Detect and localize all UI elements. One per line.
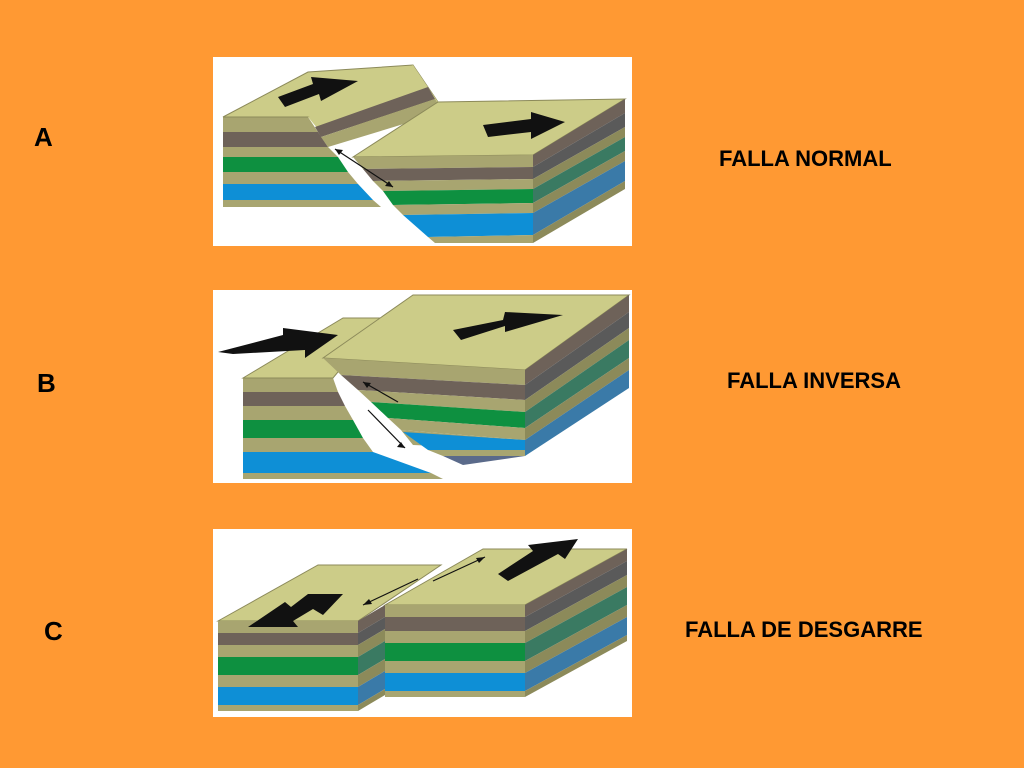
reverse-fault-block-diagram-icon [218, 294, 631, 479]
fault-name-normal: FALLA NORMAL [719, 146, 892, 171]
fault-name-desgarre: FALLA DE DESGARRE [685, 617, 923, 642]
reverse-fault-diagram [213, 290, 632, 483]
strike-slip-fault-block-diagram-icon [216, 539, 628, 711]
normal-fault-block-diagram-icon [222, 64, 627, 243]
row-letter-a: A [34, 122, 53, 152]
strike-slip-fault-diagram [213, 529, 632, 717]
row-letter-c: C [44, 616, 63, 646]
fault-name-inversa: FALLA INVERSA [727, 368, 901, 393]
normal-fault-diagram [213, 57, 632, 246]
row-letter-b: B [37, 368, 56, 398]
